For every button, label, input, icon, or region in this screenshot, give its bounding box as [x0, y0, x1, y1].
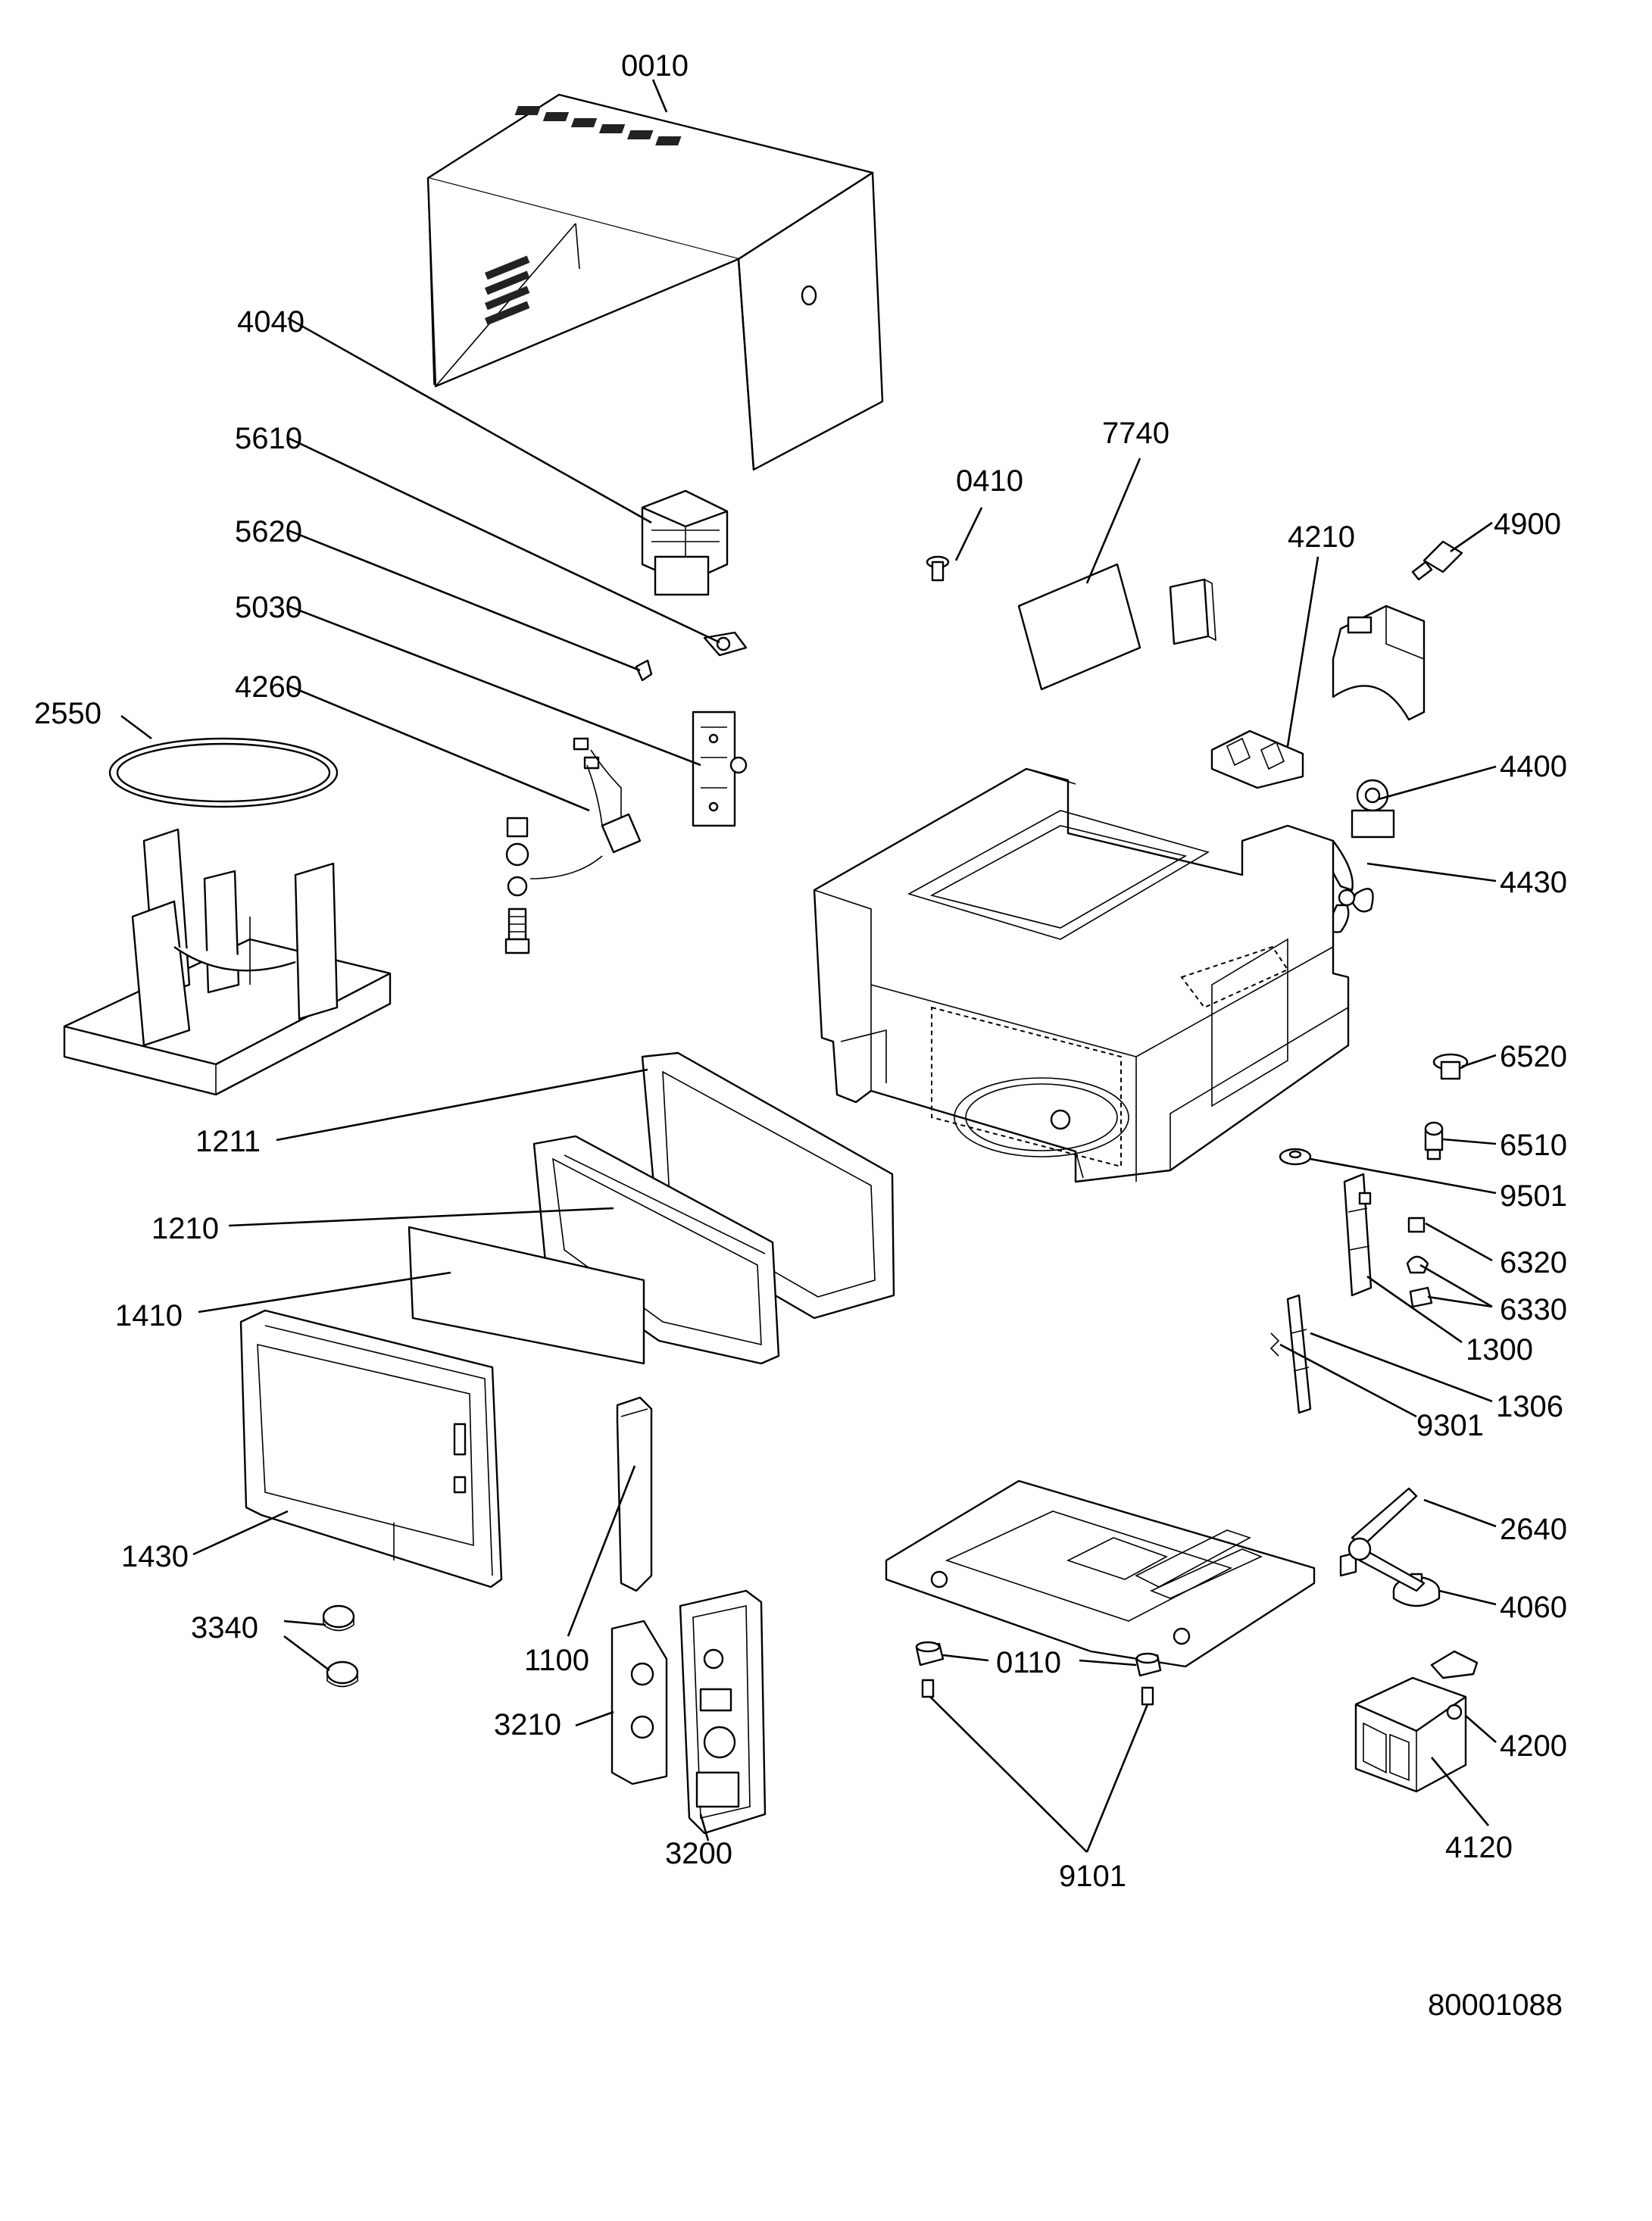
callout-2640: 2640 [1500, 1513, 1567, 1546]
part-0410-screw [926, 555, 950, 582]
callout-1100: 1100 [524, 1644, 589, 1677]
callout-1306: 1306 [1496, 1390, 1563, 1423]
callout-6320: 6320 [1500, 1246, 1567, 1279]
part-9501-washer [1279, 1148, 1312, 1166]
callout-4260: 4260 [235, 670, 302, 704]
callout-1430: 1430 [121, 1540, 189, 1573]
drawing-number: 80001088 [1428, 1988, 1563, 2022]
callout-1210: 1210 [151, 1212, 219, 1245]
callout-9101: 9101 [1059, 1860, 1126, 1893]
part-2640-roller-support [1339, 1487, 1426, 1592]
part-6320-switch [1407, 1217, 1426, 1233]
part-6510-bulb [1424, 1121, 1444, 1160]
part-9101-pin-left [921, 1679, 935, 1698]
callout-0110: 0110 [996, 1646, 1061, 1679]
part-5620-clip [635, 659, 653, 682]
callout-4200: 4200 [1500, 1729, 1567, 1763]
callout-4430: 4430 [1500, 866, 1567, 899]
part-1100-handle [616, 1396, 653, 1592]
part-2550-ring [108, 737, 339, 808]
callout-4040: 4040 [237, 305, 304, 339]
callout-9301: 9301 [1416, 1409, 1484, 1442]
part-9101-pin-right [1141, 1686, 1154, 1706]
part-1430-door-front [239, 1309, 503, 1588]
part-1410-glass [408, 1226, 645, 1365]
part-4200-clip [1430, 1650, 1479, 1679]
part-0110-foot-left [915, 1641, 945, 1667]
callout-5030: 5030 [235, 591, 302, 624]
callout-1211: 1211 [195, 1125, 261, 1158]
callout-4900: 4900 [1494, 508, 1561, 541]
part-6330-switch [1406, 1255, 1433, 1308]
part-5610-thermostat [703, 631, 748, 657]
callout-4060: 4060 [1500, 1591, 1567, 1624]
part-3340-knob-bottom [326, 1660, 359, 1688]
callout-3200: 3200 [665, 1837, 732, 1870]
part-3200-control-panel [679, 1589, 767, 1835]
callout-9501: 9501 [1500, 1179, 1567, 1213]
part-4900-lamp [1411, 540, 1463, 581]
leader-lines [120, 79, 1497, 1853]
part-0010-cabinet [426, 93, 884, 471]
part-0110-foot-right [1135, 1652, 1162, 1677]
part-4400-fan-bracket [1332, 604, 1426, 721]
callout-3210: 3210 [494, 1708, 561, 1742]
callout-1410: 1410 [115, 1299, 183, 1332]
callout-6510: 6510 [1500, 1129, 1567, 1162]
part-oven-cavity [813, 767, 1350, 1183]
callout-0410: 0410 [956, 464, 1023, 498]
callout-4400: 4400 [1500, 750, 1567, 783]
callout-0010: 0010 [621, 49, 689, 83]
parts-artwork [63, 93, 1479, 1835]
callout-6520: 6520 [1500, 1040, 1567, 1073]
callout-1300: 1300 [1466, 1333, 1533, 1367]
part-1300-interlock [1343, 1173, 1373, 1297]
part-6520-socket [1432, 1053, 1469, 1080]
callout-5620: 5620 [235, 515, 302, 548]
callout-4120: 4120 [1445, 1831, 1513, 1864]
part-3340-knob-top [322, 1604, 355, 1632]
part-4120-transformer [1354, 1676, 1467, 1793]
callout-labels: 0010 4040 5610 5620 5030 4260 2550 0410 … [34, 49, 1567, 2022]
callout-6330: 6330 [1500, 1293, 1567, 1326]
part-9301-spring [1269, 1332, 1280, 1357]
part-4400-fan-motor [1351, 779, 1395, 839]
part-4040-magnetron [641, 489, 729, 596]
part-4260-fuse-assembly [504, 737, 642, 954]
callout-5610: 5610 [235, 422, 302, 455]
part-base-plate [885, 1479, 1316, 1668]
callout-7740: 7740 [1102, 417, 1170, 450]
part-4210-switch [1210, 729, 1304, 789]
callout-2550: 2550 [34, 697, 101, 730]
callout-4210: 4210 [1288, 520, 1355, 554]
part-base-housing [63, 828, 392, 1096]
part-5030-bracket [692, 711, 748, 827]
callout-3340: 3340 [191, 1611, 258, 1645]
part-3210-panel-plate [611, 1620, 668, 1785]
part-7740-waveguide-cover [1017, 563, 1216, 691]
